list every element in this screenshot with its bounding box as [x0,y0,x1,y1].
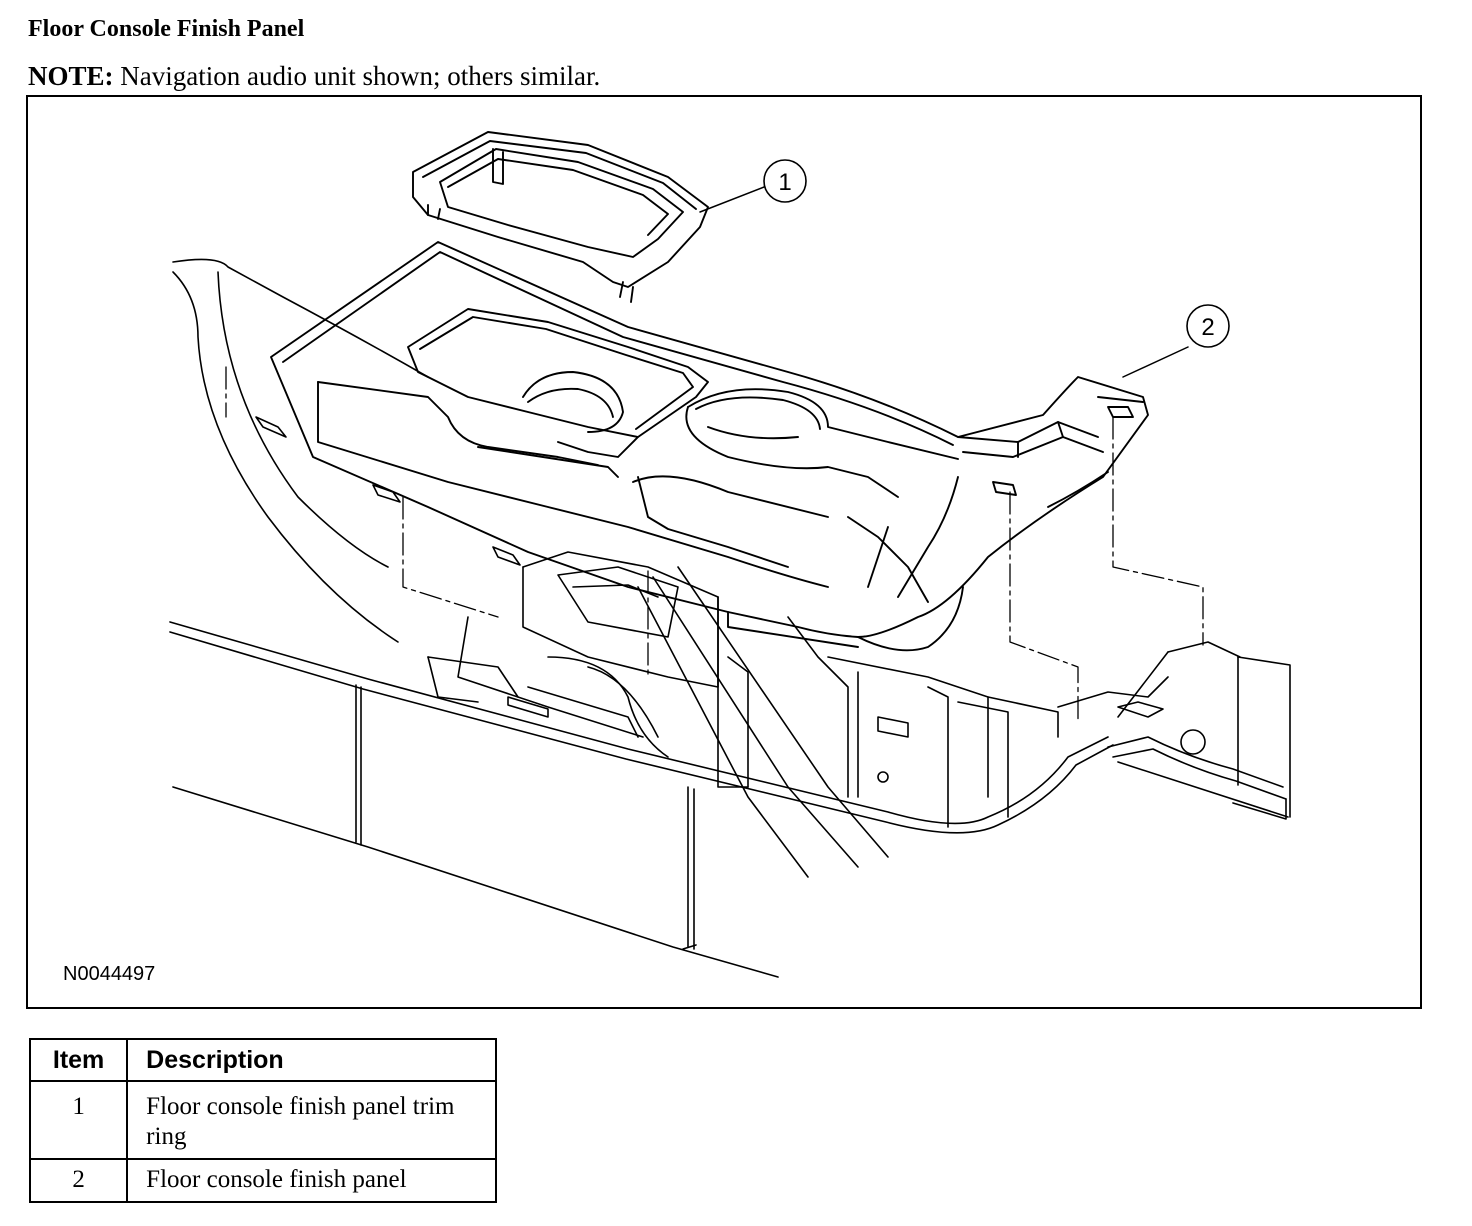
figure-frame: 1 2 N0044497 [26,95,1422,1009]
page-title: Floor Console Finish Panel [28,16,305,42]
note: NOTE: Navigation audio unit shown; other… [28,60,600,92]
legend-item-number: 1 [28,1080,129,1160]
callout-leaders [699,186,1189,378]
console-exploded-illustration: 1 2 [169,131,1291,978]
callout-circle-1 [763,159,807,203]
legend-item-description: Floor console finish panel [126,1158,497,1203]
callout-label-2: 2 [1201,314,1214,341]
legend-table: Item Description 1 Floor console finish … [28,1038,497,1203]
legend-header-row: Item Description [28,1038,497,1082]
legend-item-number: 2 [28,1158,129,1203]
callout-circle-2 [1186,304,1230,348]
legend-item-description: Floor console finish panel trim ring [126,1080,497,1160]
finish-panel-part [270,241,1149,652]
trim-ring-part [412,131,709,303]
legend-header-description: Description [126,1038,497,1082]
table-row: 2 Floor console finish panel [28,1158,497,1203]
callout-label-1: 1 [778,169,791,196]
legend-header-item: Item [28,1038,129,1082]
note-text: Navigation audio unit shown; others simi… [113,61,601,91]
table-row: 1 Floor console finish panel trim ring [28,1080,497,1160]
figure-id: N0044497 [63,963,156,985]
floor-console-body [169,258,1291,978]
note-label: NOTE: [28,61,114,91]
